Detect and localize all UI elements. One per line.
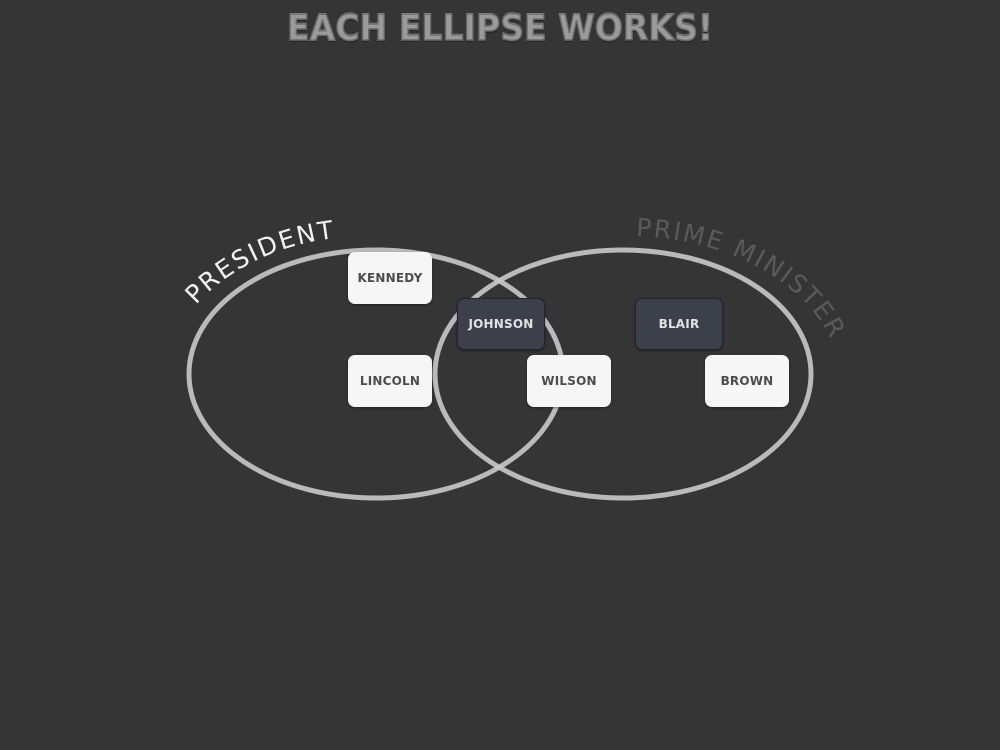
- card-brown[interactable]: BROWN: [705, 355, 789, 407]
- page-title: EACH ELLIPSE WORKS!: [286, 7, 714, 50]
- card-lincoln[interactable]: LINCOLN: [348, 355, 432, 407]
- prime-ministers-ellipse: [432, 247, 814, 501]
- card-kennedy[interactable]: KENNEDY: [348, 252, 432, 304]
- card-blair[interactable]: BLAIR: [635, 298, 723, 350]
- card-wilson[interactable]: WILSON: [527, 355, 611, 407]
- card-johnson[interactable]: JOHNSON: [457, 298, 545, 350]
